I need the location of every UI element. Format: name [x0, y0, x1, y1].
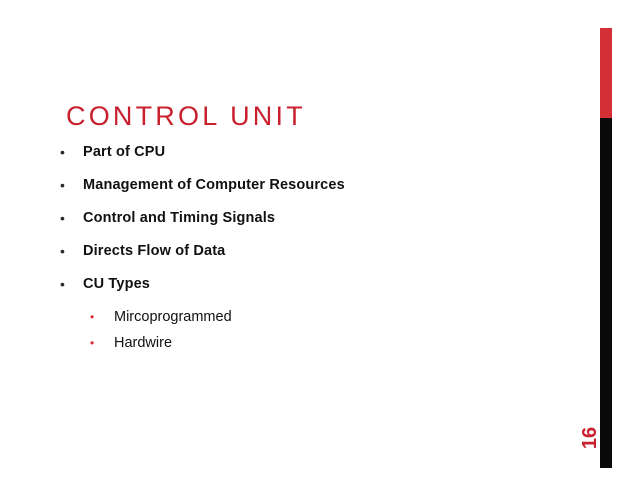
sub-bullet-icon: •	[90, 336, 95, 350]
side-bar-black-segment	[600, 118, 612, 468]
list-item-label: CU Types	[83, 276, 151, 292]
decorative-side-bar	[600, 28, 612, 468]
list-item-label: Part of CPU	[83, 144, 166, 160]
list-item-label: Directs Flow of Data	[83, 243, 226, 259]
sub-list-item-label: Mircoprogrammed	[114, 309, 232, 325]
list-item: • CU Types	[60, 274, 580, 294]
sub-list-item: • Mircoprogrammed	[90, 307, 580, 328]
list-item-label: Management of Computer Resources	[83, 177, 345, 193]
list-item: • Part of CPU	[60, 142, 580, 162]
list-item: • Control and Timing Signals	[60, 208, 580, 228]
side-bar-red-segment	[600, 28, 612, 118]
page-title: CONTROL UNIT	[66, 101, 306, 132]
list-item: • Directs Flow of Data	[60, 241, 580, 261]
bullet-icon: •	[60, 144, 65, 160]
sub-bullet-icon: •	[90, 310, 95, 324]
sub-bullet-list: • Mircoprogrammed • Hardwire	[90, 307, 580, 354]
list-item: • Management of Computer Resources	[60, 175, 580, 195]
bullet-icon: •	[60, 177, 65, 193]
bullet-list: • Part of CPU • Management of Computer R…	[60, 142, 580, 359]
bullet-icon: •	[60, 276, 65, 292]
sub-list-item-label: Hardwire	[114, 335, 173, 351]
bullet-icon: •	[60, 243, 65, 259]
list-item-label: Control and Timing Signals	[83, 210, 276, 226]
sub-list-item: • Hardwire	[90, 333, 580, 354]
bullet-icon: •	[60, 210, 65, 226]
page-number: 16	[579, 426, 601, 450]
